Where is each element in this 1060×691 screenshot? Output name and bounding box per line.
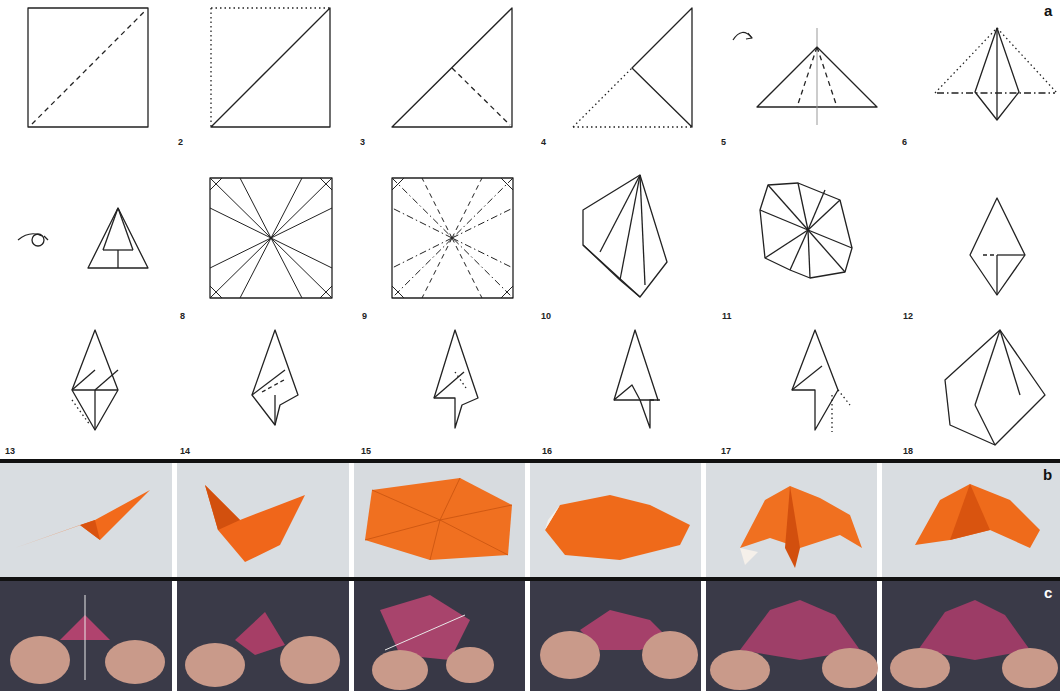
panel-letter: a	[1044, 3, 1052, 18]
step-number: 18	[903, 447, 913, 456]
step-number: 3	[360, 138, 365, 147]
photo-row-c	[0, 581, 1060, 691]
step-number: 12	[903, 312, 913, 321]
step-number: 6	[902, 138, 907, 147]
separator-bar	[0, 459, 1060, 463]
step-drawings-row1	[28, 8, 1057, 127]
step-number: 4	[541, 138, 546, 147]
step-number: 14	[180, 447, 190, 456]
step-number: 15	[361, 447, 371, 456]
separator-bar	[0, 577, 1060, 581]
step-number: 5	[721, 138, 726, 147]
step-number: 13	[5, 447, 15, 456]
step-number: 10	[541, 312, 551, 321]
step-number: 9	[362, 312, 367, 321]
panel-letter: b	[1043, 467, 1052, 482]
panel-letter: c	[1044, 585, 1052, 600]
step-number: 2	[178, 138, 183, 147]
step-number: 8	[180, 312, 185, 321]
step-drawings-row3	[72, 330, 1045, 445]
step-number: 16	[542, 447, 552, 456]
step-drawings-row2	[18, 175, 1025, 298]
step-number: 11	[722, 312, 732, 321]
photo-row-b	[0, 463, 1060, 577]
step-number: 17	[721, 447, 731, 456]
